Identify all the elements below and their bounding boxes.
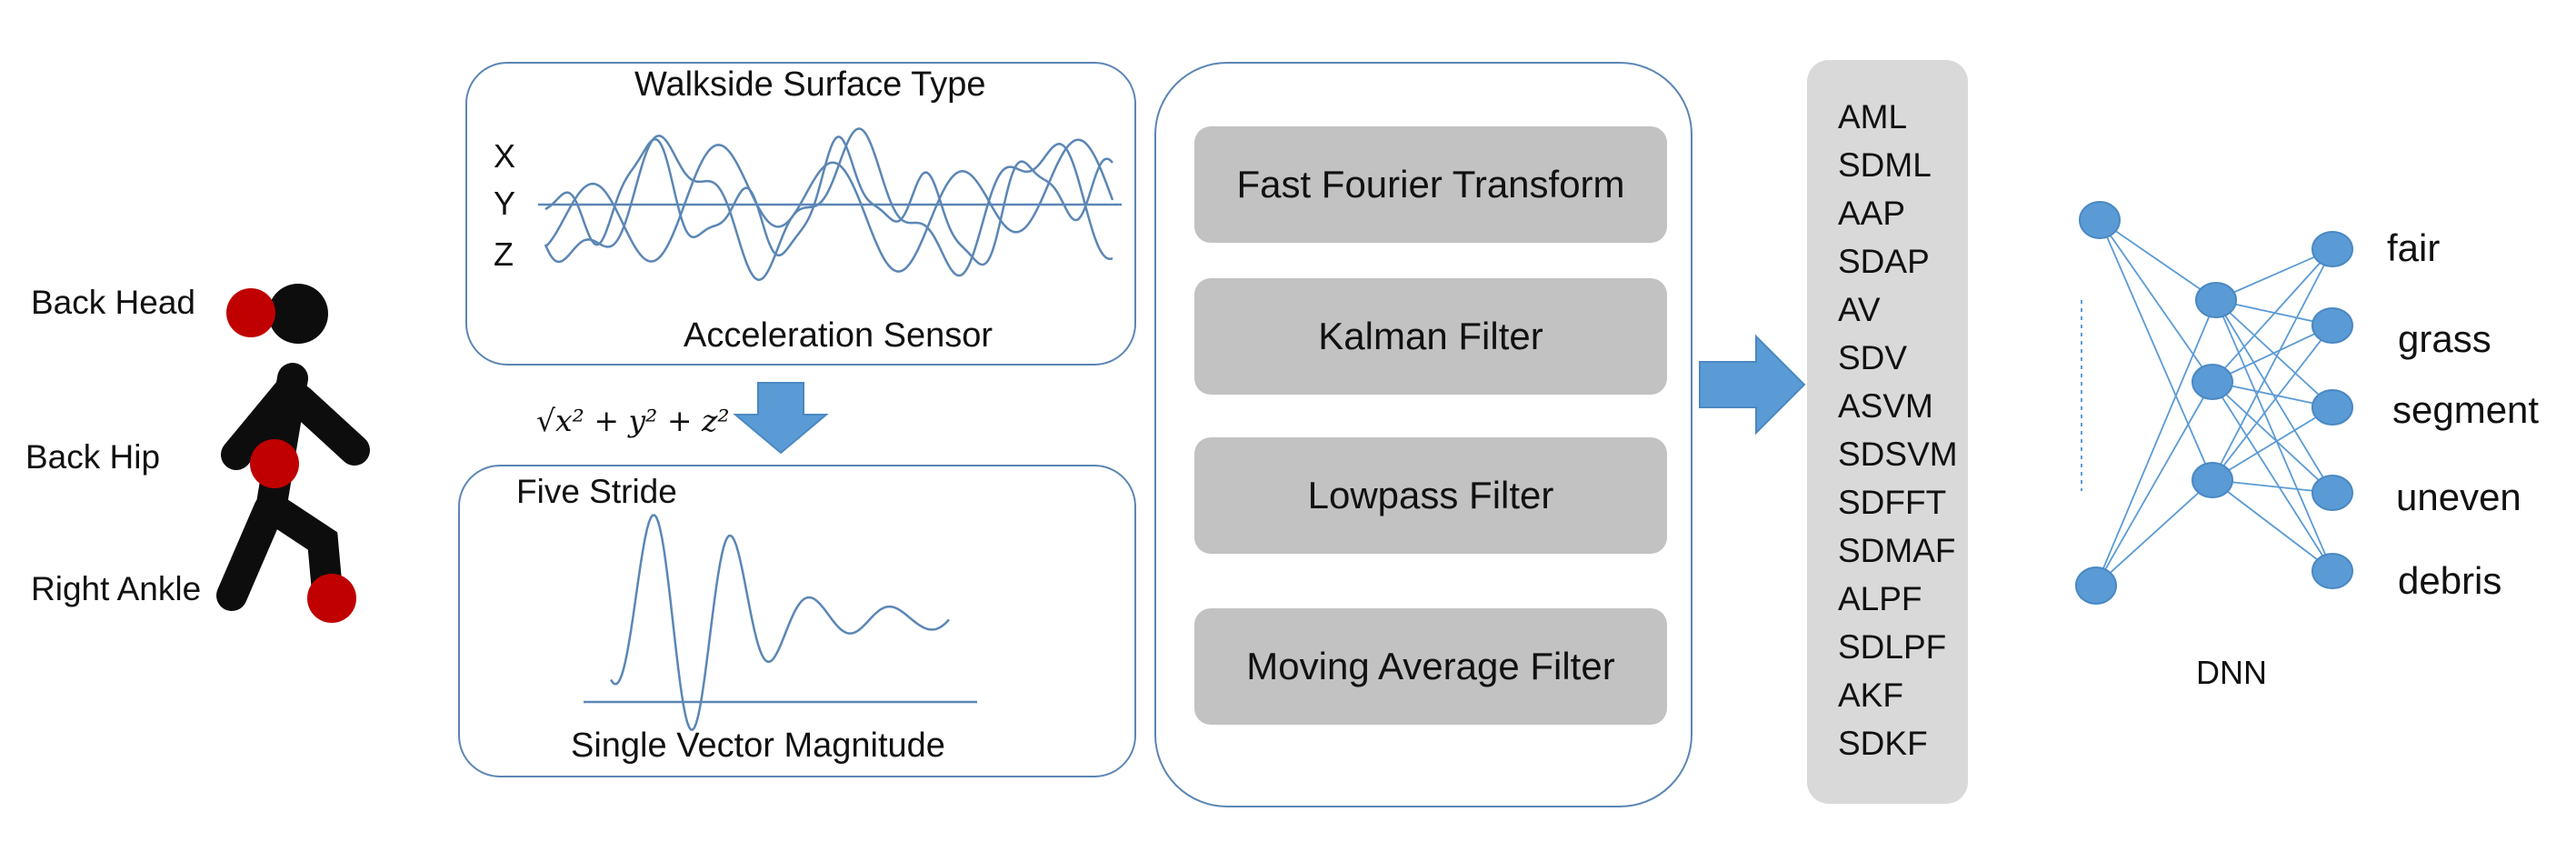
svm-panel-caption: Single Vector Magnitude [571, 727, 945, 765]
dnn-edge [2212, 325, 2333, 383]
back-hip-label: Back Hip [25, 438, 161, 476]
axis-y-label: Y [494, 185, 516, 222]
dnn-edge [2212, 381, 2333, 494]
output-grass-label: grass [2398, 317, 2491, 360]
feature-item: AAP [1838, 195, 1906, 232]
dnn-input-node [2079, 201, 2121, 239]
output-segment-label: segment [2392, 388, 2540, 431]
figure-arm-front [285, 385, 370, 466]
single-vector-magnitude-panel [458, 465, 1136, 777]
dnn-edge [2212, 248, 2333, 383]
dnn-input-node [2075, 566, 2117, 605]
feature-item: SDFFT [1838, 484, 1947, 521]
dnn-hidden-node [2195, 282, 2237, 318]
output-uneven-label: uneven [2396, 476, 2521, 518]
feature-item: SDV [1838, 339, 1908, 376]
dnn-edge [2099, 219, 2217, 301]
right-ankle-label: Right Ankle [31, 570, 202, 607]
dnn-edge [2212, 381, 2333, 572]
back-hip-marker [250, 439, 299, 488]
back-head-marker [226, 288, 275, 337]
axis-z-label: Z [494, 236, 514, 273]
acceleration-sensor-panel [465, 62, 1136, 366]
feature-item: ALPF [1838, 580, 1922, 617]
dnn-nodes [2075, 201, 2353, 605]
feature-item: SDSVM [1838, 436, 1958, 473]
feature-item: SDLPF [1838, 628, 1947, 666]
dnn-edge [2215, 248, 2333, 301]
feature-item: SDML [1838, 146, 1932, 184]
dnn-edge [2212, 479, 2333, 572]
feature-item: AML [1838, 98, 1908, 135]
moving-average-filter-box: Moving Average Filter [1194, 608, 1667, 725]
fft-filter-box: Fast Fourier Transform [1194, 126, 1667, 243]
signal-x-line [544, 127, 1113, 281]
figure-head [268, 284, 328, 344]
dnn-hidden-node [2192, 364, 2233, 400]
lowpass-filter-box: Lowpass Filter [1194, 437, 1667, 554]
feature-list: AML SDML AAP SDAP AV SDV ASVM SDSVM SDFF… [1807, 60, 1968, 804]
dnn-edge [2212, 325, 2333, 481]
dnn-output-node [2311, 553, 2353, 589]
dnn-edge [2212, 248, 2333, 481]
dnn-label: DNN [2196, 654, 2267, 691]
figure-leg-front [259, 494, 343, 606]
figure-arm-back [221, 376, 305, 470]
right-ankle-marker [307, 574, 356, 623]
figure-leg-back [216, 494, 285, 611]
signal-z-line [544, 135, 1113, 266]
feature-item: AKF [1838, 677, 1903, 714]
dnn-connections [2095, 219, 2333, 586]
dnn-edge [2212, 406, 2333, 481]
output-fair-label: fair [2387, 226, 2441, 269]
output-debris-label: debris [2398, 559, 2502, 602]
feature-item: ASVM [1838, 387, 1933, 425]
dnn-edge [2099, 219, 2213, 481]
kalman-filter-box: Kalman Filter [1194, 278, 1667, 395]
signal-y-line [544, 138, 1114, 273]
svm-panel-title: Five Stride [516, 473, 677, 510]
dnn-output-node [2311, 475, 2353, 511]
svm-signal-line [609, 514, 950, 731]
feature-item: SDAP [1838, 243, 1930, 280]
dnn-edge [2095, 381, 2213, 586]
dnn-output-node [2311, 389, 2353, 426]
dnn-edge [2215, 299, 2333, 572]
feature-item: SDKF [1838, 725, 1928, 762]
sensor-panel-title: Walkside Surface Type [634, 65, 986, 104]
dnn-edge [2215, 299, 2333, 494]
feature-item: AV [1838, 291, 1881, 328]
back-head-label: Back Head [31, 284, 195, 321]
dnn-hidden-node [2192, 462, 2233, 498]
feature-item: SDMAF [1838, 532, 1956, 569]
dnn-edge [2095, 299, 2217, 586]
dnn-edge [2095, 479, 2213, 586]
dnn-output-node [2311, 307, 2353, 344]
dnn-output-node [2311, 231, 2353, 267]
axis-x-label: X [494, 137, 516, 175]
sensor-panel-caption: Acceleration Sensor [684, 316, 993, 355]
vector-magnitude-formula: √x² + y² + z² [536, 403, 730, 438]
